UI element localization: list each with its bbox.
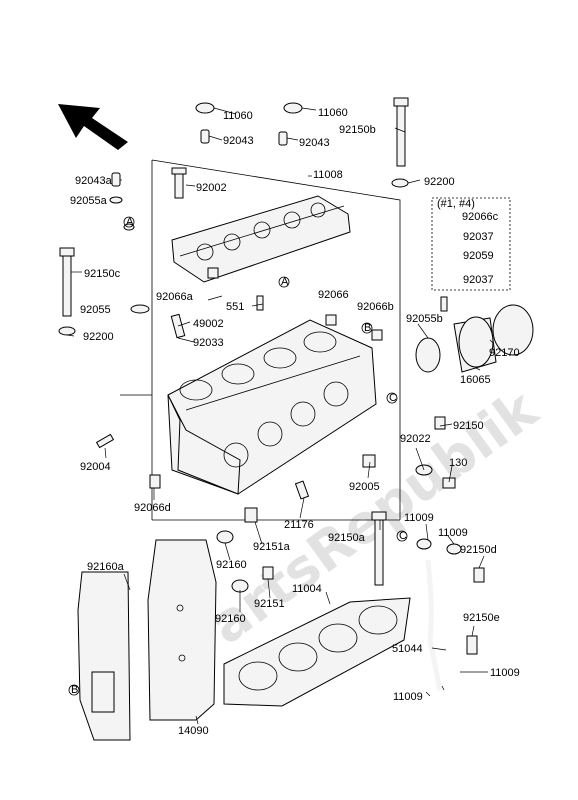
label-92066b: 92066b	[357, 301, 394, 313]
label-51044: 51044	[392, 643, 423, 655]
label-92066d: 92066d	[134, 502, 171, 514]
callout-a-1	[123, 216, 135, 228]
label-92055b: 92055b	[406, 313, 443, 325]
callout-a-2-text: A	[281, 276, 289, 288]
label-92150: 92150	[453, 420, 484, 432]
label-92037: 92037	[463, 274, 494, 286]
label-92150d: 92150d	[460, 544, 497, 556]
label-92059: 92059	[463, 250, 494, 262]
cam-cap-11008	[171, 195, 351, 283]
part-number-labels: 11060 11060 92043 92043 92150b 92043a 92…	[70, 107, 520, 737]
label-92055a: 92055a	[70, 195, 108, 207]
breather-hose-51044	[371, 464, 485, 691]
callout-b-1-text: B	[364, 322, 371, 334]
label-11009: 11009	[438, 527, 468, 539]
label-49002: 49002	[193, 318, 224, 330]
callout-c-1	[386, 392, 398, 404]
label-92160: 92160	[216, 559, 247, 571]
label-92037: 92037	[463, 231, 494, 243]
label-92160: 92160	[215, 613, 246, 625]
label-92170: 92170	[489, 347, 520, 359]
callout-b-2	[68, 684, 80, 696]
label-130: 130	[449, 457, 467, 469]
label-92066: 92066	[318, 289, 349, 301]
intake-holder-16065	[415, 296, 534, 373]
label-92200: 92200	[83, 331, 114, 343]
label-14090: 14090	[178, 725, 209, 737]
label-92150e: 92150e	[463, 612, 500, 624]
label-92055: 92055	[80, 304, 111, 316]
label-92066a: 92066a	[156, 291, 194, 303]
label-16065: 16065	[460, 374, 491, 386]
label-92151: 92151	[254, 598, 285, 610]
label-551: 551	[226, 301, 244, 313]
label-92150a: 92150a	[328, 532, 366, 544]
callout-c-2-text: C	[399, 530, 407, 542]
label-92043a: 92043a	[75, 175, 113, 187]
head-gasket-11004	[223, 597, 411, 707]
callout-c-1-text: C	[389, 392, 397, 404]
label-11004: 11004	[292, 583, 322, 595]
top-bolts	[58, 97, 409, 336]
front-direction-arrow-icon	[58, 104, 128, 150]
cylinder-note: (#1, #4)	[437, 198, 475, 210]
callout-a-2	[278, 276, 290, 288]
label-11008: 11008	[313, 169, 343, 181]
label-21176: 21176	[284, 519, 314, 531]
label-92022: 92022	[400, 433, 431, 445]
leader-lines	[66, 107, 495, 725]
callout-b-2-text: B	[71, 684, 78, 696]
label-92066c: 92066c	[462, 211, 499, 223]
label-11009: 11009	[393, 691, 423, 703]
callout-c-2	[396, 530, 408, 542]
label-11009: 11009	[490, 667, 520, 679]
label-92160a: 92160a	[87, 561, 125, 573]
callout-a-1-text: A	[126, 216, 134, 228]
callout-markers: A A B C C B (#1, #4)	[68, 198, 475, 696]
label-92150b: 92150b	[339, 124, 376, 136]
label-92005: 92005	[349, 481, 380, 493]
label-11060: 11060	[318, 107, 348, 119]
label-92033: 92033	[193, 337, 224, 349]
label-11009: 11009	[404, 512, 434, 524]
callout-b-1	[361, 322, 373, 334]
label-92043: 92043	[223, 135, 254, 147]
chain-guide-covers	[77, 539, 217, 741]
label-92150c: 92150c	[84, 268, 121, 280]
label-92043: 92043	[299, 137, 330, 149]
label-92200: 92200	[424, 176, 455, 188]
cylinder-head-body	[167, 319, 377, 495]
frame-lines	[120, 159, 511, 521]
label-11060: 11060	[223, 110, 253, 122]
label-92002: 92002	[196, 182, 227, 194]
label-92151a: 92151a	[253, 541, 291, 553]
label-92004: 92004	[80, 461, 111, 473]
